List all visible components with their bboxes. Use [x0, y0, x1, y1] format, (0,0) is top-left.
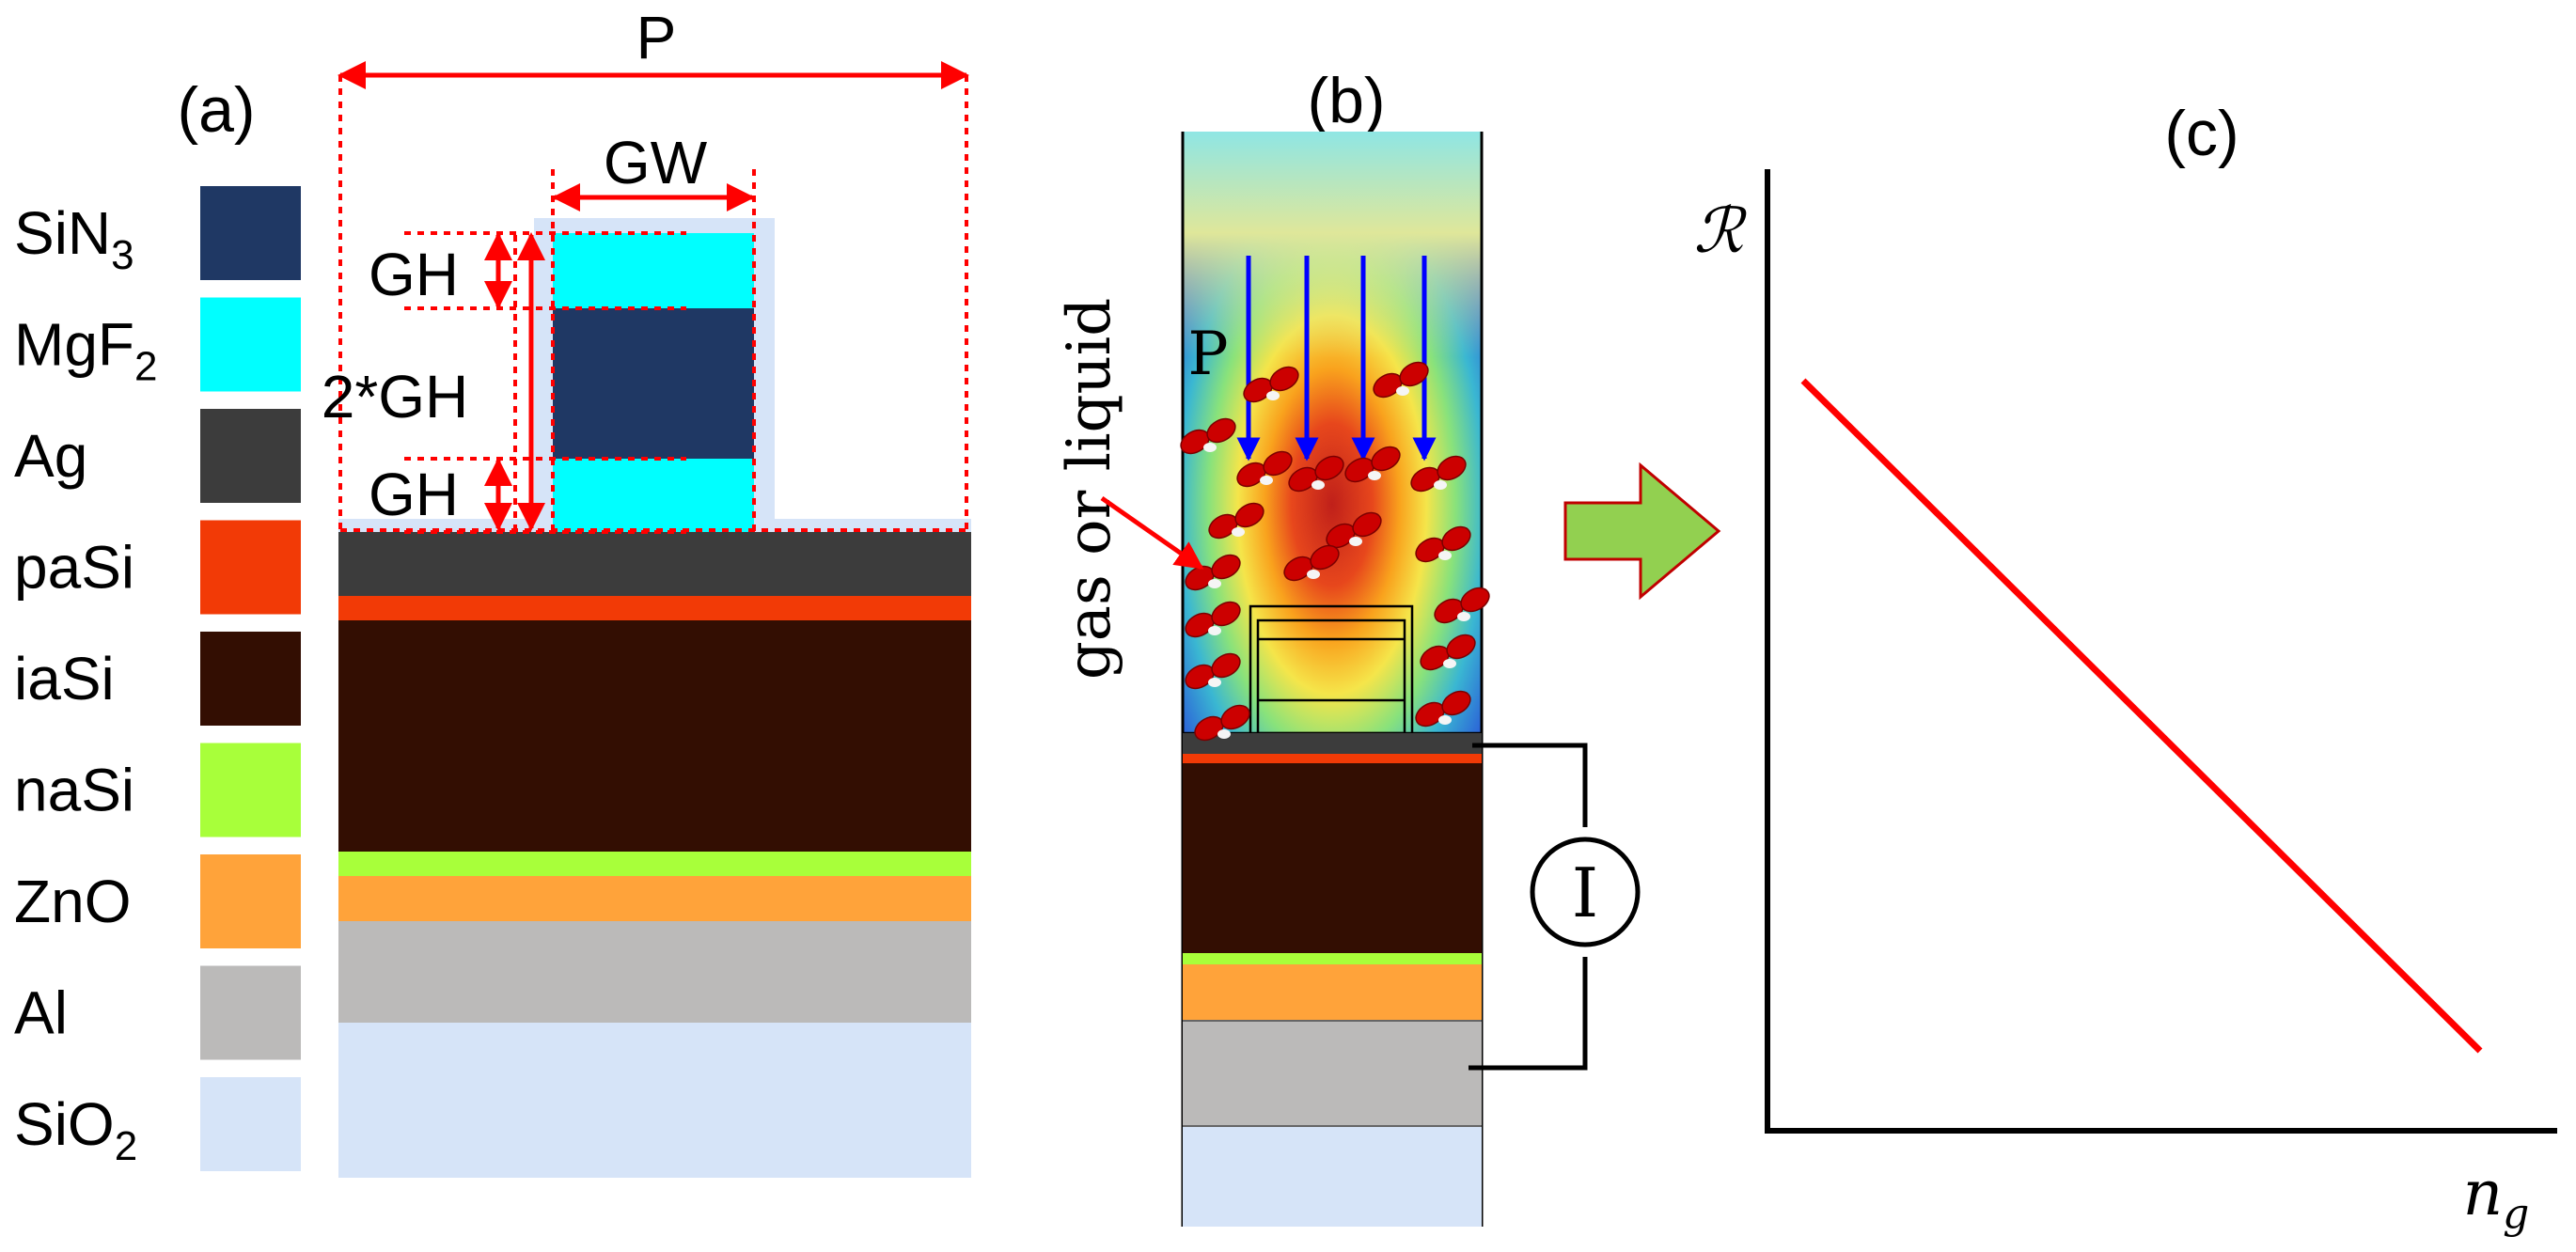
period-label: P [636, 4, 677, 71]
legend-swatch [200, 1077, 301, 1171]
molecule-icon [1208, 502, 1264, 540]
molecule-icon [1194, 704, 1250, 742]
legend-swatch [200, 854, 301, 948]
x-axis-label: ng [2463, 1157, 2530, 1238]
molecule-icon [1180, 417, 1236, 455]
legend-label: SiN3 [14, 199, 134, 278]
panel-b: (b) P ga [1055, 65, 1641, 1227]
panel-a-label: (a) [177, 74, 255, 146]
legend-item: naSi [14, 743, 301, 837]
legend-item: SiN3 [14, 186, 301, 280]
layer-iasi [338, 620, 971, 852]
legend-item: MgF2 [14, 297, 301, 392]
grating-width-label: GW [604, 129, 708, 196]
panel-c: (c) ℛ ng [1694, 98, 2557, 1238]
legend-item: paSi [14, 520, 301, 615]
molecule-icon [1410, 455, 1467, 493]
molecule-icon [1326, 511, 1382, 549]
grating-sin3 [553, 308, 754, 459]
grating-mgf2-bottom [553, 459, 754, 532]
molecule-icon [1344, 446, 1401, 483]
legend-swatch [200, 297, 301, 392]
legend-item: iaSi [14, 632, 301, 726]
panel-b-label: (b) [1307, 65, 1385, 136]
molecule-icon [1373, 361, 1429, 399]
medium-pointer-arrow [1100, 495, 1204, 571]
molecule-icon [1283, 544, 1340, 582]
legend-swatch [200, 409, 301, 503]
legend-label: Ag [14, 422, 87, 490]
layer-sio2 [338, 1023, 971, 1178]
legend-swatch [200, 186, 301, 280]
layer-al [338, 921, 971, 1023]
molecule-icon [1420, 634, 1476, 671]
current-label: I [1572, 853, 1598, 932]
legend-swatch [200, 965, 301, 1060]
legend-item: SiO2 [14, 1077, 301, 1171]
pressure-arrows [1236, 256, 1437, 462]
layer-ag [338, 532, 971, 596]
molecule-icon [1243, 366, 1299, 403]
legend-label: paSi [14, 534, 134, 602]
legend-swatch [200, 743, 301, 837]
legend-swatch [200, 632, 301, 726]
transition-arrow-icon [1563, 462, 1721, 601]
legend-label: naSi [14, 757, 134, 824]
legend-label: iaSi [14, 645, 115, 712]
legend-swatch [200, 520, 301, 615]
layer-pasi [338, 596, 971, 620]
layer-nasi [338, 852, 971, 876]
layer-zno [338, 876, 971, 921]
response-trend-line [1800, 378, 2483, 1054]
molecule-icon [1415, 525, 1471, 563]
dimension-lines [338, 61, 969, 534]
panel-c-label: (c) [2164, 98, 2238, 169]
legend-label: ZnO [14, 868, 131, 935]
grating-mgf2-top [553, 233, 754, 308]
molecule-icon [1236, 450, 1293, 488]
molecule-icon [1415, 690, 1471, 728]
molecule-icon [1288, 455, 1344, 493]
y-axis-label: ℛ [1694, 195, 1748, 267]
medium-label: gas or liquid [1055, 298, 1124, 680]
molecule-icon [1434, 587, 1490, 624]
grating-height-top-label: GH [369, 241, 459, 308]
legend-label: Al [14, 979, 68, 1047]
grating-height-bottom-label: GH [369, 461, 459, 528]
pressure-label: P [1187, 320, 1228, 389]
legend-item: ZnO [14, 854, 301, 948]
legend-label: MgF2 [14, 311, 157, 390]
molecule-icon [1185, 601, 1241, 638]
field-map-top [1183, 132, 1482, 357]
legend-item: Ag [14, 409, 301, 503]
ammeter-icon [1530, 837, 1641, 947]
layer-stack-a [338, 218, 971, 1178]
layer-stack-b [1183, 733, 1482, 1227]
current-circuit [1469, 743, 1641, 1071]
legend-item: Al [14, 965, 301, 1060]
grating-height-mid-label: 2*GH [322, 363, 469, 430]
molecule-icon [1185, 652, 1241, 690]
legend-label: SiO2 [14, 1090, 137, 1169]
